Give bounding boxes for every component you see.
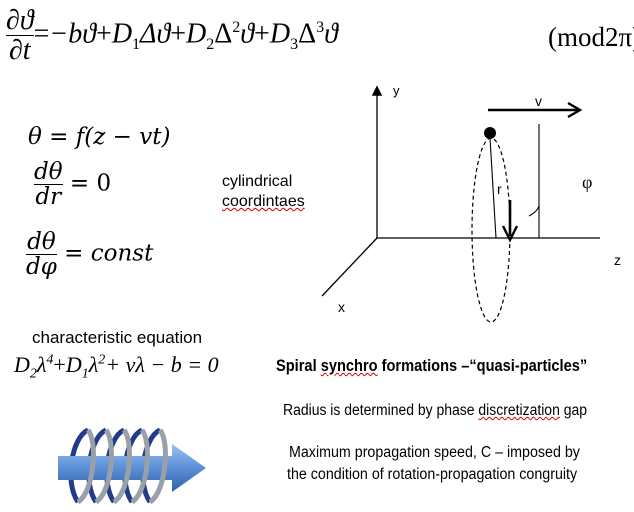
subscript: 1 xyxy=(132,35,141,53)
radius-line xyxy=(489,137,497,239)
plus-sign: + xyxy=(170,18,187,50)
dphi-fraction: dθ dφ xyxy=(26,230,57,279)
spiral-formations-title: Spiral synchro formations –“quasi-partic… xyxy=(276,356,587,376)
spiral-title-pre: Spiral xyxy=(276,356,321,375)
speed-statement-line2: the condition of rotation-propagation co… xyxy=(287,466,578,483)
dr-fraction: dθ dr xyxy=(34,160,63,209)
term-d1: D xyxy=(111,18,133,50)
term-d3: D xyxy=(269,18,291,50)
cylindrical-line1: cylindrical xyxy=(222,173,293,190)
spiral-title-synchro: synchro xyxy=(320,356,378,375)
dr-numerator: dθ xyxy=(34,159,63,185)
lhs-denominator: ∂t xyxy=(8,35,31,67)
superscript: 3 xyxy=(316,18,325,36)
superscript: 4 xyxy=(46,352,54,368)
fraction-bar xyxy=(26,254,57,256)
characteristic-equation-label: characteristic equation xyxy=(32,328,203,347)
phi-label: φ xyxy=(582,172,592,192)
radius-post: gap xyxy=(559,402,587,419)
y-axis-label: y xyxy=(393,83,400,98)
dphi-rhs: = const xyxy=(64,240,154,267)
characteristic-equation: D2λ4+D1λ2+ vλ − b = 0 xyxy=(14,352,219,382)
theta-definition: θ = f(z − vt) xyxy=(28,124,171,150)
dr-denominator: dr xyxy=(35,184,62,211)
plus-sign: + xyxy=(96,18,112,50)
lhs-numerator: ∂ϑ xyxy=(6,5,34,36)
plus-sign: + xyxy=(254,18,270,50)
angular-derivative-equation: dθ dφ = const xyxy=(26,230,153,279)
down-arrowhead xyxy=(501,225,519,243)
r-label: r xyxy=(497,181,502,197)
subscript: 2 xyxy=(206,35,215,53)
radial-derivative-equation: dθ dr = 0 xyxy=(34,160,111,209)
velocity-arrowhead xyxy=(567,101,583,119)
d1-symbol: D xyxy=(65,352,82,377)
laplacian-symbol: Δ xyxy=(298,18,317,50)
particle-dot xyxy=(484,127,496,139)
lambda-symbol: λ xyxy=(88,352,99,377)
cylindrical-coordinates-label: cylindrical coordintaes xyxy=(222,172,305,212)
speed-statement-line1: Maximum propagation speed, C – imposed b… xyxy=(289,444,580,461)
theta-symbol: ϑ xyxy=(324,18,338,50)
subscript: 2 xyxy=(29,366,37,382)
radius-discretization: discretization xyxy=(478,402,560,419)
radius-statement: Radius is determined by phase discretiza… xyxy=(283,402,587,420)
term-damping: −bϑ xyxy=(49,18,97,50)
fraction-bar xyxy=(6,35,34,37)
lambda-symbol: λ xyxy=(36,352,47,377)
blue-arrow xyxy=(58,444,206,492)
spiral-title-post: formations –“quasi-particles” xyxy=(377,356,588,375)
cylindrical-line2: coordintaes xyxy=(222,193,305,210)
equals-sign: = xyxy=(33,18,50,50)
x-axis xyxy=(321,237,378,297)
helix-front xyxy=(76,428,168,505)
v-label: v xyxy=(535,93,542,109)
term-d2: D xyxy=(186,18,207,50)
dphi-denominator: dφ xyxy=(26,254,57,281)
angle-arc xyxy=(528,205,540,217)
helix-arrow-icon xyxy=(58,427,206,505)
fraction-bar xyxy=(34,184,63,186)
theta-symbol: ϑ xyxy=(240,18,255,50)
z-axis-label: z xyxy=(614,252,621,268)
subscript: 1 xyxy=(81,366,89,382)
x-axis-label: x xyxy=(338,299,345,315)
laplacian-symbol: Δ xyxy=(214,18,233,50)
dphi-numerator: dθ xyxy=(27,229,56,255)
radius-pre: Radius is determined by phase xyxy=(283,402,479,419)
lhs-fraction: ∂ϑ ∂t xyxy=(6,6,34,66)
main-equation: ∂ϑ ∂t =−bϑ+D1Δϑ+D2Δ2ϑ+D3Δ3ϑ xyxy=(6,6,338,66)
d2-symbol: D xyxy=(14,352,30,377)
superscript: 2 xyxy=(232,18,241,36)
plus-sign: + xyxy=(53,352,66,377)
char-equation-rest: + vλ − b = 0 xyxy=(105,352,219,377)
mod-2pi: (mod2π) xyxy=(548,22,634,52)
term-d1-operator: Δϑ xyxy=(140,18,171,50)
superscript: 2 xyxy=(98,352,106,368)
dr-rhs: = 0 xyxy=(69,170,112,197)
subscript: 3 xyxy=(290,35,299,53)
